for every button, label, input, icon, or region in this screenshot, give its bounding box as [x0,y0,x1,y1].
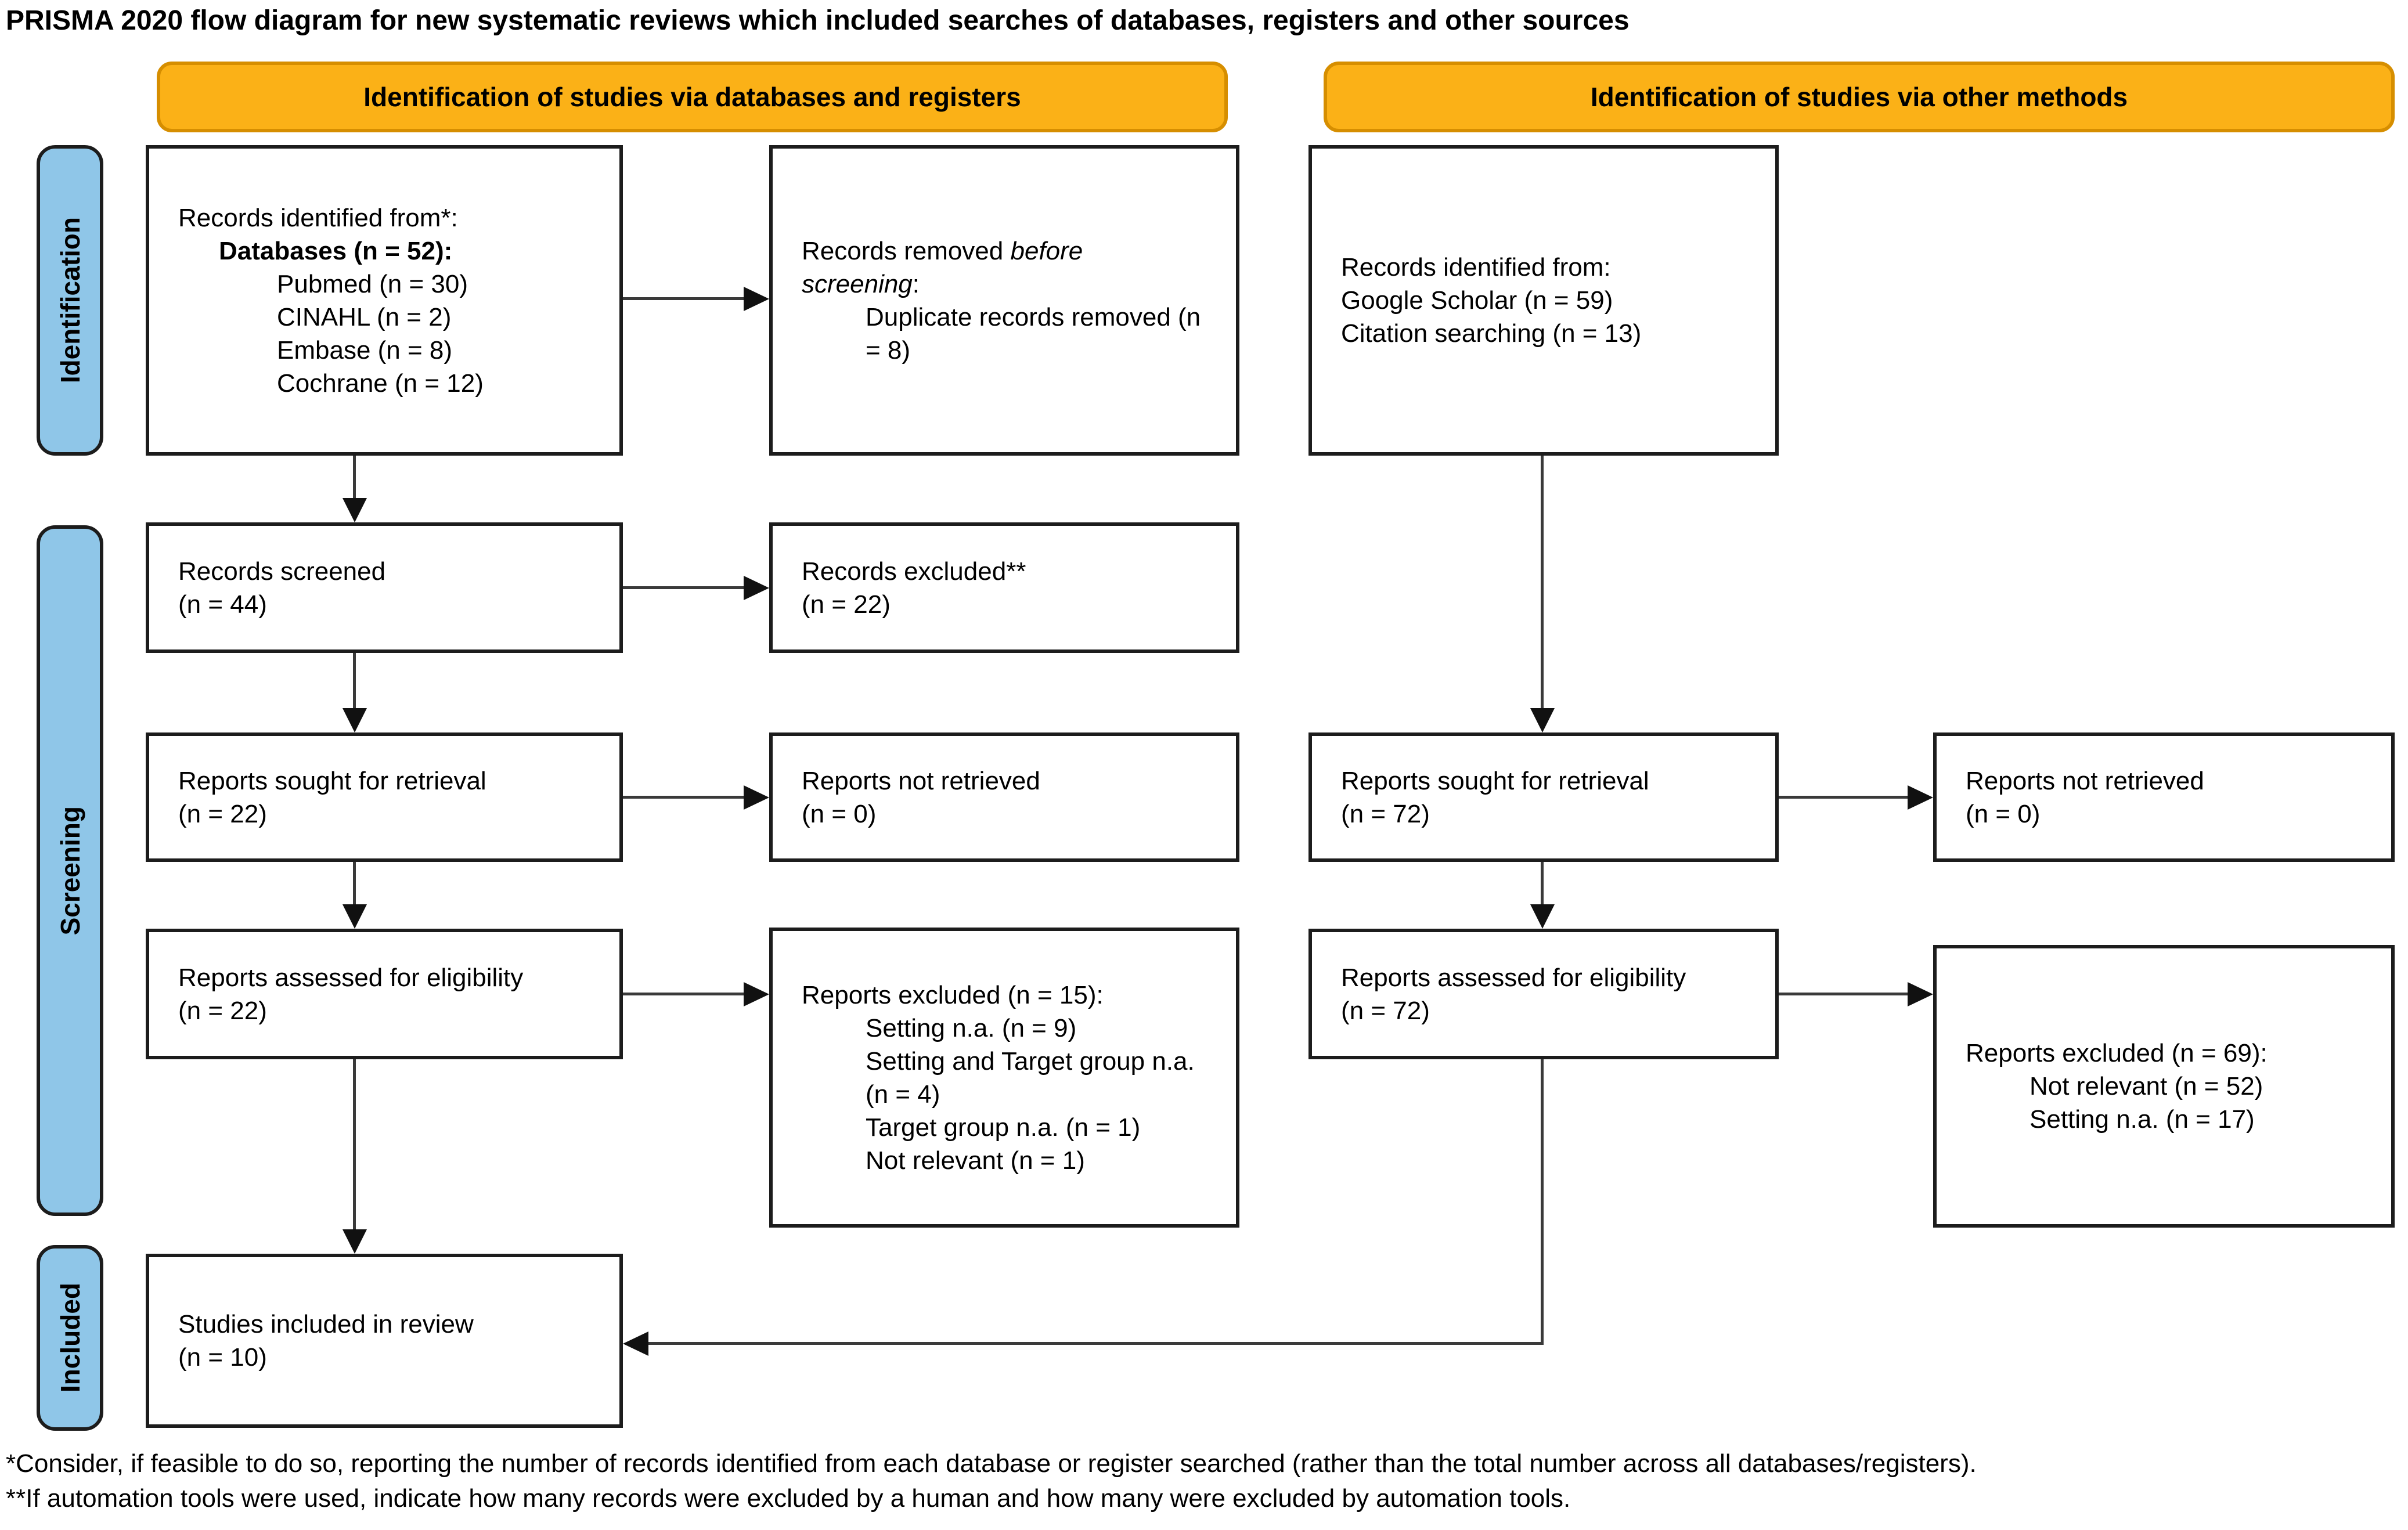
connector-line [1779,796,1910,799]
reports-not-retrieved-other-count: (n = 0) [1966,799,2041,828]
records-screened-count: (n = 44) [178,590,267,619]
arrowhead-down [343,498,367,522]
source-cinahl: CINAHL (n = 2) [277,302,452,331]
banner-other-methods: Identification of studies via other meth… [1324,62,2395,132]
connector-line [353,1059,356,1231]
box-studies-included: Studies included in review (n = 10) [146,1254,623,1428]
connector-line [1541,456,1544,709]
records-identified-databases-total: Databases (n = 52): [219,236,453,265]
box-records-removed-before-screening: Records removed before screening: Duplic… [769,145,1239,456]
box-reports-not-retrieved-databases: Reports not retrieved (n = 0) [769,732,1239,862]
exclusion-reason: Not relevant (n = 52) [2030,1072,2263,1100]
connector-line [623,993,746,995]
reports-excluded-db-heading: Reports excluded (n = 15): [802,980,1104,1009]
reports-sought-db-label: Reports sought for retrieval [178,766,486,795]
arrowhead-right [744,982,769,1006]
duplicate-records-removed: Duplicate records removed (n = 8) [866,302,1201,365]
box-records-identified-other: Records identified from: Google Scholar … [1308,145,1779,456]
arrowhead-left [623,1331,648,1356]
records-removed-heading: Records removed before screening: [802,236,1083,298]
reports-assessed-db-count: (n = 22) [178,996,267,1025]
other-records-intro: Records identified from: [1341,253,1611,282]
arrowhead-down [343,708,367,732]
source-citation-searching: Citation searching (n = 13) [1341,319,1642,348]
exclusion-reason: Not relevant (n = 1) [866,1146,1085,1175]
arrowhead-right [744,287,769,311]
source-embase: Embase (n = 8) [277,335,453,365]
records-excluded-label: Records excluded** [802,557,1026,586]
arrowhead-right [744,785,769,810]
footnote-databases: *Consider, if feasible to do so, reporti… [6,1449,1977,1478]
stage-screening-label: Screening [55,806,85,936]
banner-databases-registers: Identification of studies via databases … [157,62,1228,132]
records-excluded-count: (n = 22) [802,590,891,619]
exclusion-reason: Target group n.a. (n = 1) [866,1113,1141,1142]
arrowhead-down [343,904,367,929]
box-reports-excluded-databases: Reports excluded (n = 15): Setting n.a. … [769,928,1239,1228]
connector-line [623,297,746,300]
footnotes: *Consider, if feasible to do so, reporti… [6,1446,1977,1516]
connector-line [1779,993,1910,995]
connector-line [1541,1059,1544,1345]
reports-sought-db-count: (n = 22) [178,799,267,828]
source-google-scholar: Google Scholar (n = 59) [1341,286,1613,315]
footnote-automation: **If automation tools were used, indicat… [6,1484,1571,1513]
connector-line [353,862,356,905]
reports-assessed-db-label: Reports assessed for eligibility [178,963,524,992]
source-pubmed: Pubmed (n = 30) [277,269,468,298]
exclusion-reason: Setting n.a. (n = 9) [866,1013,1077,1042]
records-removed-emphasis: before screening [802,236,1083,298]
studies-included-label: Studies included in review [178,1310,474,1338]
arrowhead-down [1530,708,1555,732]
box-records-screened: Records screened (n = 44) [146,522,623,653]
connector-line [623,796,746,799]
box-reports-sought-databases: Reports sought for retrieval (n = 22) [146,732,623,862]
connector-line [623,586,746,589]
connector-line [353,653,356,709]
reports-not-retrieved-db-label: Reports not retrieved [802,766,1040,795]
box-records-identified-databases: Records identified from*: Databases (n =… [146,145,623,456]
studies-included-count: (n = 10) [178,1343,267,1372]
arrowhead-down [1530,904,1555,929]
box-reports-not-retrieved-other: Reports not retrieved (n = 0) [1933,732,2395,862]
reports-not-retrieved-other-label: Reports not retrieved [1966,766,2204,795]
exclusion-reason: Setting n.a. (n = 17) [2030,1105,2255,1134]
reports-excluded-other-heading: Reports excluded (n = 69): [1966,1039,2268,1067]
stage-included-label: Included [55,1283,85,1393]
stage-identification: Identification [37,145,103,456]
arrowhead-right [744,576,769,600]
reports-sought-other-label: Reports sought for retrieval [1341,766,1649,795]
records-identified-intro: Records identified from*: [178,203,458,232]
reports-sought-other-count: (n = 72) [1341,799,1430,828]
arrowhead-right [1908,982,1933,1006]
box-reports-assessed-other: Reports assessed for eligibility (n = 72… [1308,929,1779,1059]
box-reports-assessed-databases: Reports assessed for eligibility (n = 22… [146,929,623,1059]
exclusion-reason: Setting and Target group n.a. (n = 4) [866,1047,1195,1109]
connector-line [648,1342,1544,1345]
box-reports-excluded-other: Reports excluded (n = 69): Not relevant … [1933,945,2395,1228]
reports-assessed-other-label: Reports assessed for eligibility [1341,963,1686,992]
box-records-excluded: Records excluded** (n = 22) [769,522,1239,653]
page-title: PRISMA 2020 flow diagram for new systema… [6,5,1630,36]
stage-identification-label: Identification [55,217,85,384]
records-screened-label: Records screened [178,557,386,586]
box-reports-sought-other: Reports sought for retrieval (n = 72) [1308,732,1779,862]
arrowhead-right [1908,785,1933,810]
reports-assessed-other-count: (n = 72) [1341,996,1430,1025]
stage-included: Included [37,1245,103,1431]
stage-screening: Screening [37,525,103,1216]
arrowhead-down [343,1229,367,1254]
reports-not-retrieved-db-count: (n = 0) [802,799,877,828]
connector-line [353,456,356,500]
connector-line [1541,862,1544,905]
source-cochrane: Cochrane (n = 12) [277,369,484,398]
